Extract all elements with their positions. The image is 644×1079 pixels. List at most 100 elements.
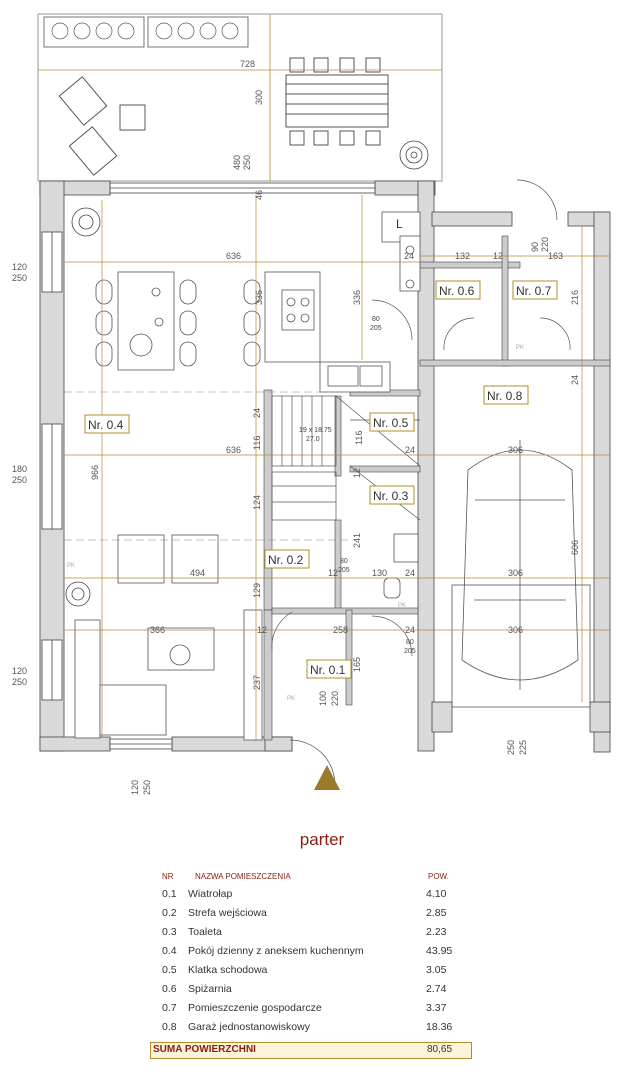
dim-terrace-width: 728 [240, 59, 255, 69]
row-nr: 0.1 [162, 888, 177, 900]
dim-garage-250: 250 [506, 740, 516, 755]
terrace-plant [399, 140, 429, 170]
entrance-marker [314, 765, 340, 790]
table-row: 0.4 Pokój dzienny z aneksem kuchennym 43… [150, 945, 472, 964]
room-label-0-8: Nr. 0.8 [487, 389, 523, 403]
dim-window-250-c: 250 [12, 677, 27, 687]
table-row: 0.3 Toaleta 2.23 [150, 926, 472, 945]
dim-132: 132 [455, 251, 470, 261]
dim-window-250-b: 250 [12, 475, 27, 485]
pk-mark-3: PK [398, 603, 406, 609]
floor-plan: 728 300 [12, 13, 611, 795]
dim-494: 494 [190, 568, 205, 578]
row-nr: 0.5 [162, 964, 177, 976]
table-row: 0.8 Garaż jednostanowiskowy 18.36 [150, 1021, 472, 1040]
row-name: Spiżarnia [188, 983, 232, 995]
header-nr: NR [162, 872, 174, 881]
row-name: Klatka schodowa [188, 964, 268, 976]
row-nr: 0.7 [162, 1002, 177, 1014]
dim-163: 163 [548, 251, 563, 261]
dim-garage-225: 225 [518, 740, 528, 755]
row-area: 2.85 [426, 907, 447, 919]
dim-366: 366 [150, 625, 165, 635]
dim-306-b: 306 [508, 568, 523, 578]
room-label-0-3: Nr. 0.3 [373, 489, 409, 503]
row-area: 2.74 [426, 983, 447, 995]
dim-window-120-a: 120 [12, 262, 27, 272]
dim-258: 258 [333, 625, 348, 635]
fridge-symbol: L [396, 217, 403, 231]
dim-door-100: 100 [318, 691, 328, 706]
dimension-lines [64, 195, 610, 740]
dim-250-top: 250 [242, 155, 252, 170]
planter-plants [51, 22, 239, 40]
row-name: Garaż jednostanowiskowy [188, 1021, 310, 1033]
dim-46: 46 [254, 190, 264, 200]
row-nr: 0.3 [162, 926, 177, 938]
interior-walls [263, 235, 611, 741]
door-swings [271, 179, 571, 786]
dim-116-b: 116 [354, 431, 364, 445]
planter-left [43, 16, 145, 48]
dim-12-d: 12 [257, 625, 267, 635]
dim-window-250-bottom: 250 [142, 780, 152, 795]
room-label-0-5: Nr. 0.5 [373, 416, 409, 430]
garage-car [451, 440, 591, 708]
dim-door-90: 90 [530, 242, 540, 252]
door-205-c: 205 [338, 567, 350, 574]
row-nr: 0.8 [162, 1021, 177, 1033]
indoor-plant [65, 207, 101, 607]
dim-966: 966 [90, 465, 100, 480]
planter-right [147, 16, 249, 48]
dim-124: 124 [252, 495, 262, 510]
room-label-0-1: Nr. 0.1 [310, 663, 346, 677]
wc-fixtures [383, 533, 419, 599]
dim-237: 237 [252, 675, 262, 690]
dim-12-c: 12 [328, 568, 338, 578]
room-label-boxes [84, 280, 558, 679]
row-area: 43.95 [426, 945, 453, 957]
stair-spec-sub: 27.0 [306, 436, 320, 443]
sum-area: 80,65 [427, 1044, 453, 1055]
dim-336-b: 336 [352, 290, 362, 305]
row-name: Wiatrołap [188, 888, 233, 900]
windows [41, 182, 376, 750]
dim-130: 130 [372, 568, 387, 578]
room-label-0-6: Nr. 0.6 [439, 284, 475, 298]
row-nr: 0.2 [162, 907, 177, 919]
dim-window-250-a: 250 [12, 273, 27, 283]
table-header: NR NAZWA POMIESZCZENIA POW. [150, 872, 472, 888]
door-80-c: 80 [340, 558, 348, 565]
room-label-0-2: Nr. 0.2 [268, 553, 304, 567]
dim-12-b: 12 [352, 468, 362, 478]
header-area: POW. [428, 872, 449, 881]
dim-window-120-b: 120 [12, 666, 27, 676]
dim-window-180: 180 [12, 464, 27, 474]
row-nr: 0.4 [162, 945, 177, 957]
dining-set-terrace [285, 57, 389, 146]
table-row: 0.6 Spiżarnia 2.74 [150, 983, 472, 1002]
dim-306-a: 306 [508, 445, 523, 455]
dim-24-b: 24 [570, 375, 580, 385]
row-name: Pomieszczenie gospodarcze [188, 1002, 322, 1014]
door-80-b: 80 [406, 639, 414, 646]
living-furniture [74, 534, 263, 741]
row-name: Pokój dzienny z aneksem kuchennym [188, 945, 364, 957]
room-area-table: NR NAZWA POMIESZCZENIA POW. 0.1 Wiatroła… [150, 872, 472, 1059]
dim-116-a: 116 [252, 436, 262, 450]
table-row: 0.5 Klatka schodowa 3.05 [150, 964, 472, 983]
door-205-b: 205 [404, 648, 416, 655]
room-label-0-7: Nr. 0.7 [516, 284, 552, 298]
dim-241: 241 [352, 533, 362, 548]
floor-title: parter [299, 830, 345, 849]
table-row: 0.2 Strefa wejściowa 2.85 [150, 907, 472, 926]
dim-24-c: 24 [252, 408, 262, 418]
row-area: 2.23 [426, 926, 447, 938]
pk-mark-1: PK [67, 563, 75, 569]
row-name: Strefa wejściowa [188, 907, 267, 919]
row-nr: 0.6 [162, 983, 177, 995]
dim-636-top: 636 [226, 251, 241, 261]
door-80-a: 80 [372, 316, 380, 323]
dim-12-a: 12 [493, 251, 503, 261]
row-name: Toaleta [188, 926, 222, 938]
